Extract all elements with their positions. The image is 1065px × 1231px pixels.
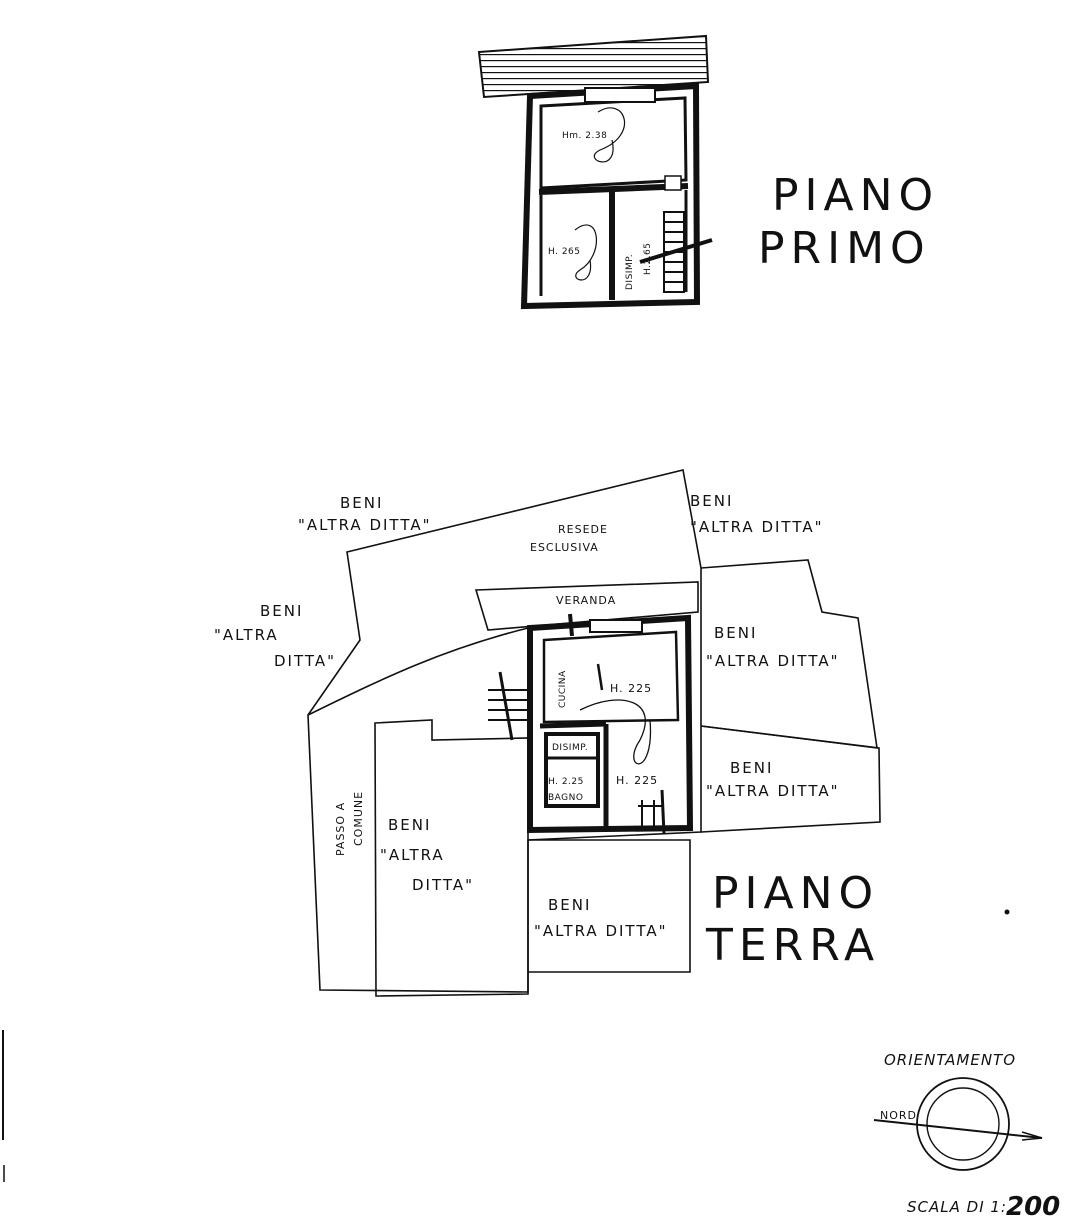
first-floor-plan [477, 34, 713, 310]
neighbor-bottom-left-line1: BENI [388, 816, 431, 834]
margin-marks [2, 909, 1010, 1182]
ground-room-height: H. 225 [616, 774, 658, 787]
resede-label-line2: ESCLUSIVA [530, 541, 599, 554]
ground-floor-plan [307, 469, 881, 997]
ground-floor-title-line2: TERRA [705, 920, 880, 971]
north-arrow-icon [873, 1077, 1043, 1171]
ground-floor-steps [488, 671, 528, 741]
ground-floor-title-line1: PIANO [712, 868, 879, 919]
neighbor-top-left-line2: "ALTRA DITTA" [298, 516, 432, 534]
neighbor-right-lower-line1: BENI [730, 759, 773, 777]
scale-value: 200 [1006, 1192, 1060, 1222]
first-floor-left-room-height: H. 265 [548, 247, 581, 257]
neighbor-bottom-center-line1: BENI [548, 896, 591, 914]
first-floor-title-line2: PRIMO [758, 223, 931, 274]
ground-main-room-height: H. 225 [610, 682, 652, 695]
neighbor-right-lower-line2: "ALTRA DITTA" [706, 782, 840, 800]
neighbor-right-upper-line2: "ALTRA DITTA" [706, 652, 840, 670]
first-floor-top-room-height: Hm. 2.38 [562, 131, 607, 141]
roof-hatch [477, 34, 710, 99]
neighbor-left-line2: "ALTRA [214, 626, 279, 644]
neighbor-top-right-line2: "ALTRA DITTA" [690, 518, 824, 536]
bagno-height: H. 2.25 [548, 777, 584, 787]
first-floor-disimp-height: H.2.65 [643, 242, 653, 275]
neighbor-top-right-line1: BENI [690, 492, 733, 510]
ground-disimp-label: DISIMP. [552, 743, 588, 753]
neighbor-top-left-line1: BENI [340, 494, 383, 512]
neighbor-right-upper-line1: BENI [714, 624, 757, 642]
neighbor-left-line3: DITTA" [274, 652, 336, 670]
first-floor-title-line1: PIANO [772, 170, 939, 221]
passo-comune-line2: COMUNE [352, 791, 365, 846]
veranda-outline [474, 581, 699, 631]
neighbor-bottom-center-line2: "ALTRA DITTA" [534, 922, 668, 940]
neighbor-bottom-left-line3: DITTA" [412, 876, 474, 894]
lot-boundary [307, 469, 702, 993]
passo-comune-line1: PASSO A [334, 802, 347, 856]
resede-label-line1: RESEDE [558, 523, 608, 536]
orientation-title: ORIENTAMENTO [884, 1051, 1016, 1069]
scale-prefix: SCALA DI 1: [907, 1198, 1007, 1216]
neighbor-bottom-left-line2: "ALTRA [380, 846, 445, 864]
first-floor-disimp-label: DISIMP. [625, 254, 635, 290]
north-label: NORD [880, 1109, 917, 1122]
veranda-label: VERANDA [556, 594, 616, 607]
first-floor-divider [538, 183, 689, 195]
cucina-label: CUCINA [558, 670, 568, 708]
bagno-label: BAGNO [548, 793, 583, 803]
neighbor-left-line1: BENI [260, 602, 303, 620]
first-floor-stairs [639, 211, 713, 293]
